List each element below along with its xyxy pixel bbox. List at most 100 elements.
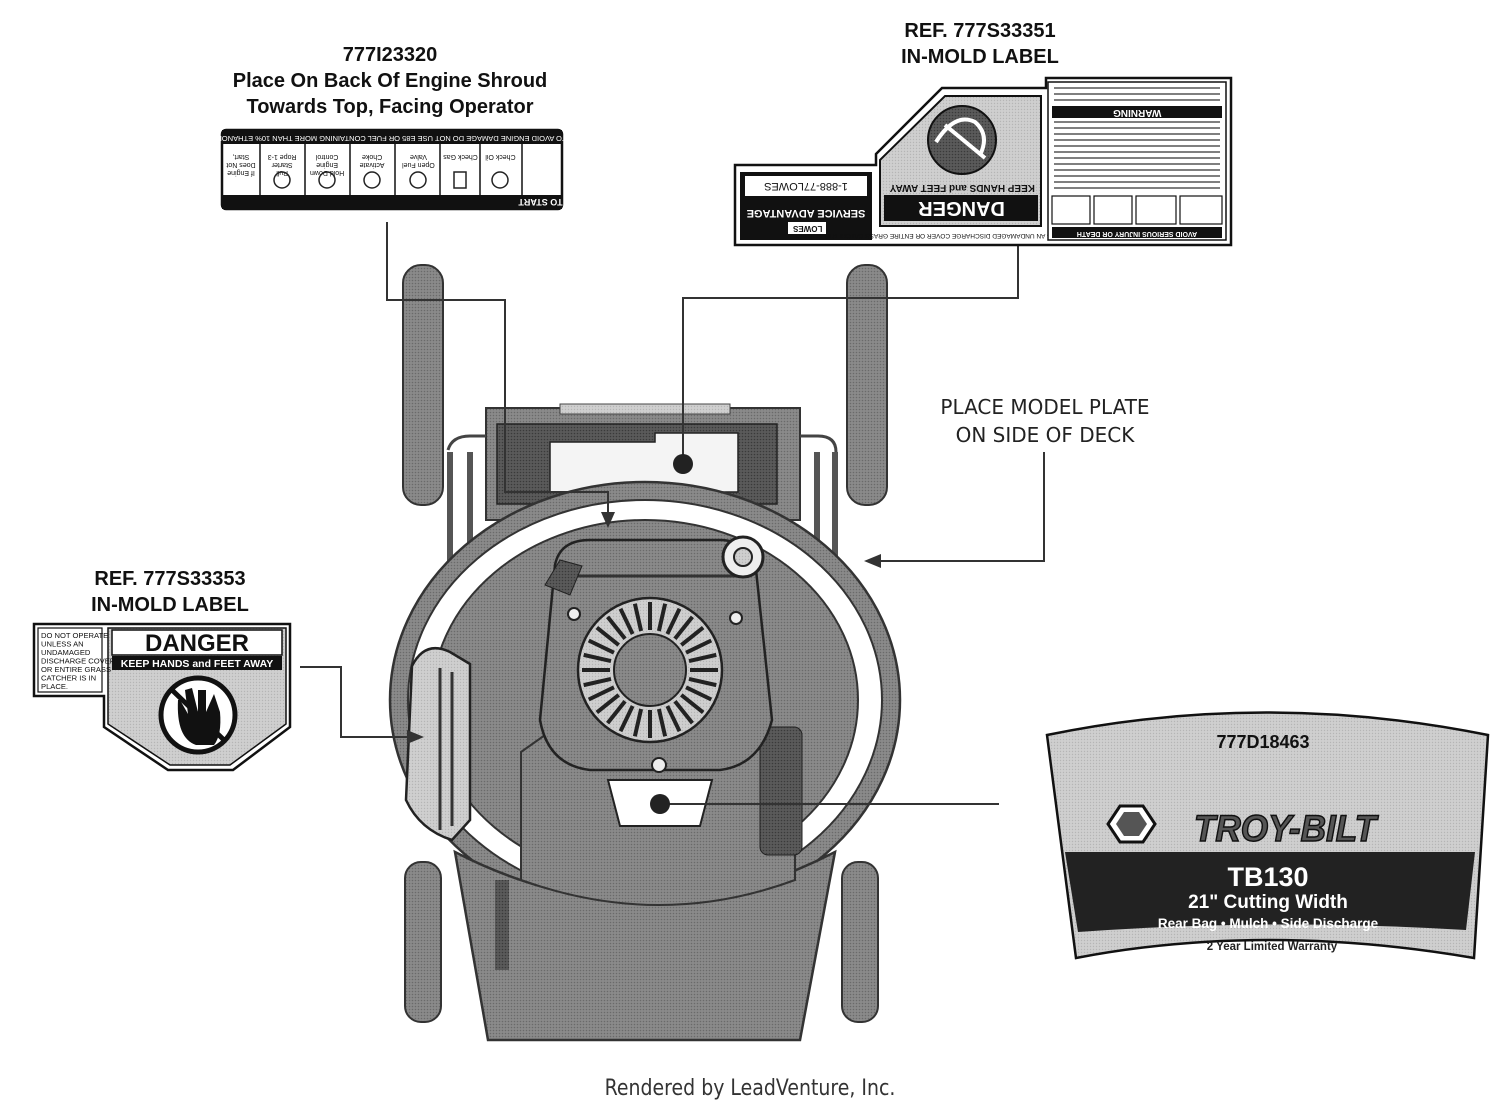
hood-decal-model: TB130	[1227, 862, 1308, 892]
top-label-discharge-note: DO NOT OPERATE UNLESS AN UNDAMAGED DISCH…	[792, 232, 1132, 239]
grille-spoke	[685, 685, 713, 702]
rear-flap-top	[559, 403, 731, 415]
hood-decal-label: 777D18463 TROY-BILT TB130 21" Cutting Wi…	[1045, 711, 1490, 960]
left-label-keep-line: KEEP HANDS and FEET AWAY	[121, 658, 273, 670]
engine-tab-left	[544, 559, 583, 596]
leader-lines	[300, 222, 1045, 814]
grille-spoke	[688, 676, 717, 688]
callout-top-inmold-kind: IN-MOLD LABEL	[901, 46, 1059, 68]
rear-right-wheel	[846, 264, 888, 506]
grille-spoke	[656, 708, 668, 737]
grille-spoke	[673, 700, 694, 725]
discharge-chute	[404, 647, 472, 842]
callout-left-inmold-ref: REF. 777S33353	[94, 568, 246, 590]
hood-decal-part-number: 777D18463	[1216, 732, 1309, 752]
top-label-phone: 1-888-77LOWES	[764, 180, 848, 192]
grille-spoke	[632, 708, 644, 737]
top-label-pictograms	[1051, 195, 1223, 225]
grille-spoke	[618, 705, 635, 733]
hood-decal-modes: Rear Bag • Mulch • Side Discharge	[1158, 916, 1379, 931]
top-label-warning-word: WARNING	[1113, 107, 1162, 118]
hood-decal-brand: TROY-BILT	[1194, 807, 1379, 849]
start-step-label: If EngineDoes NotStart,	[226, 153, 255, 176]
grille-spoke	[688, 652, 717, 664]
start-instruction-label: TO AVOID ENGINE DAMAGE DO NOT USE E85 OR…	[218, 128, 567, 211]
oil-fill-cap-center	[733, 547, 753, 567]
grille-spoke	[665, 607, 682, 635]
callout-shroud-part: 777I23320	[342, 44, 438, 66]
top-inmold-danger-label: 1-888-77LOWES SERVICE ADVANTAGE LOWES KE…	[733, 76, 1233, 247]
grille-spoke	[632, 603, 644, 632]
start-step-label: Check Gas	[443, 153, 478, 160]
hood-decal-width: 21" Cutting Width	[1188, 892, 1348, 913]
engine-bolt-bottom	[651, 757, 667, 773]
leader-left-inmold	[300, 666, 410, 738]
grille-spoke	[606, 615, 627, 640]
callout-model-plate-line1: PLACE MODEL PLATE	[940, 395, 1150, 419]
dot-top-inmold	[673, 454, 693, 474]
front-bumper-teeth	[495, 880, 509, 970]
callout-top-inmold-ref: REF. 777S33351	[904, 20, 1056, 42]
grille-spoke	[680, 693, 705, 714]
callout-shroud-label: 777I23320 Place On Back Of Engine Shroud…	[200, 42, 580, 120]
flywheel-grille-inner	[613, 633, 687, 707]
top-label-keep-line: KEEP HANDS and FEET AWAY	[889, 182, 1035, 193]
top-label-fineprint	[1054, 87, 1220, 189]
start-label-header: TO AVOID ENGINE DAMAGE DO NOT USE E85 OR…	[218, 134, 567, 143]
start-step-label: ActivateChoke	[360, 153, 385, 168]
callout-left-inmold-kind: IN-MOLD LABEL	[91, 594, 249, 616]
grille-spoke	[583, 676, 612, 688]
grille-spoke	[656, 603, 668, 632]
start-label-to-start: TO START	[518, 197, 563, 207]
deck-frame	[446, 434, 838, 453]
hood-decal-warranty: 2 Year Limited Warranty	[1207, 941, 1338, 953]
footer-credit: Rendered by LeadVenture, Inc.	[604, 1076, 896, 1101]
grille-spoke	[587, 638, 615, 655]
left-label-danger-word: DANGER	[145, 630, 249, 657]
callout-model-plate-line2: ON SIDE OF DECK	[955, 423, 1135, 447]
top-label-avoid-note: AVOID SERIOUS INJURY OR DEATH	[1077, 230, 1197, 237]
grille-spoke	[583, 652, 612, 664]
start-step-label: Check Oil	[485, 153, 516, 160]
callout-shroud-line2: Towards Top, Facing Operator	[246, 96, 534, 118]
front-right-wheel	[841, 861, 879, 1023]
flywheel-grille-spokes	[582, 602, 718, 738]
arrowhead-left-inmold	[407, 730, 424, 744]
arrowhead-shroud	[601, 512, 615, 528]
start-step-label: Open FuelValve	[402, 153, 435, 168]
callout-shroud-line1: Place On Back Of Engine Shroud	[232, 70, 548, 92]
grille-spoke	[595, 693, 620, 714]
grille-spoke	[606, 700, 627, 725]
rear-left-wheel	[402, 264, 444, 506]
grille-spoke	[685, 638, 713, 655]
top-label-lowes: LOWES	[792, 224, 822, 233]
top-label-danger-word: DANGER	[918, 197, 1005, 219]
engine-right-cover	[759, 726, 803, 856]
top-label-service: SERVICE ADVANTAGE	[747, 207, 866, 219]
leader-model-plate	[878, 452, 1045, 562]
grille-spoke	[587, 685, 615, 702]
engine-bolt-left	[567, 607, 581, 621]
discharge-chute-ribs	[438, 668, 454, 830]
front-left-wheel	[404, 861, 442, 1023]
leader-shroud-label	[386, 222, 609, 516]
grille-spoke	[618, 607, 635, 635]
mower-illustration	[388, 264, 902, 1042]
grille-spoke	[665, 705, 682, 733]
rear-flap-window	[549, 432, 739, 493]
left-inmold-danger-label: DANGER KEEP HANDS and FEET AWAY DO NOT O…	[32, 622, 292, 772]
grille-spoke	[680, 626, 705, 647]
callout-left-inmold: REF. 777S33353 IN-MOLD LABEL	[50, 566, 290, 618]
leader-top-inmold	[682, 243, 1019, 460]
engine-bolt-top	[729, 611, 743, 625]
callout-top-inmold: REF. 777S33351 IN-MOLD LABEL	[860, 18, 1100, 70]
start-label-icons	[273, 171, 509, 189]
grille-spoke	[673, 615, 694, 640]
dot-hood-decal	[650, 794, 670, 814]
callout-model-plate: PLACE MODEL PLATE ON SIDE OF DECK	[915, 393, 1175, 449]
arrowhead-model-plate	[864, 554, 881, 568]
grille-spoke	[595, 626, 620, 647]
